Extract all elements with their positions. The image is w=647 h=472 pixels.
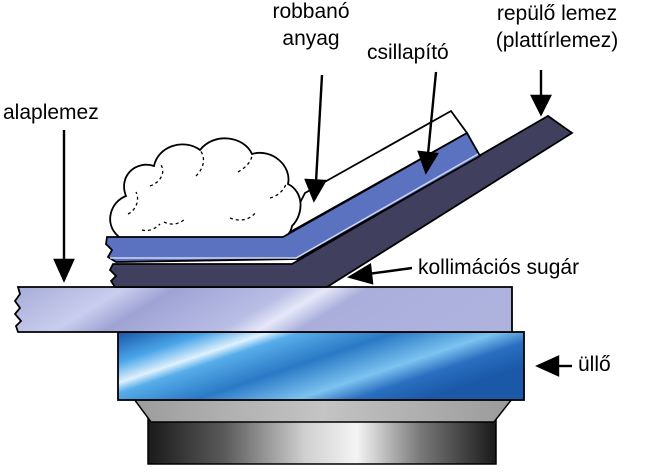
label-buffer: csillapító (367, 41, 449, 64)
arrow-left-icon (346, 263, 413, 285)
base-plate (13, 286, 513, 333)
arrow-left-icon (535, 355, 572, 377)
arrow-down-icon (53, 130, 75, 283)
explosion-cloud-icon (109, 137, 302, 248)
label-base-plate: alaplemez (3, 101, 99, 124)
support-cylinder (147, 415, 497, 465)
support-trapezoid (132, 398, 514, 423)
label-flyer-line2: (plattírlemez) (495, 29, 619, 52)
anvil-block (117, 331, 525, 401)
arrow-down-icon (530, 70, 552, 117)
label-explosive-line2: anyag (282, 27, 340, 50)
buffer-layer (105, 131, 482, 263)
arrow-down-icon (304, 74, 328, 203)
label-explosive-line1: robbanó (272, 0, 350, 23)
label-anvil: üllő (578, 353, 611, 376)
label-flyer-line1: repülő lemez (496, 2, 618, 25)
label-collimation-jet: kollimációs sugár (418, 256, 580, 279)
arrow-down-icon (417, 71, 440, 175)
